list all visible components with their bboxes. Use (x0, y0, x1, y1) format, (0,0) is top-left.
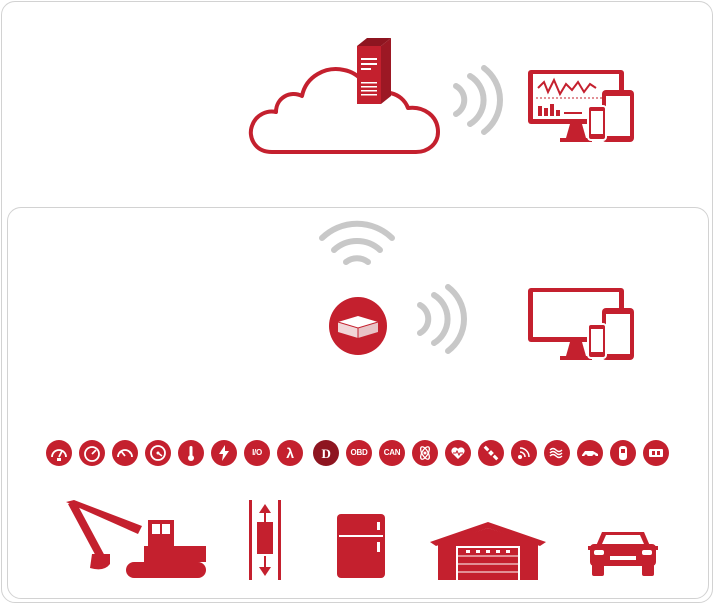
server-icon (357, 38, 391, 104)
garage-icon (430, 522, 546, 580)
can-icon: CAN (379, 440, 405, 466)
speedometer-icon (79, 440, 105, 466)
wifi-icon (319, 220, 395, 265)
monitor-tablet-phone-icon (528, 288, 634, 360)
car-seat-icon (610, 440, 636, 466)
gauge-fuel-icon (46, 440, 72, 466)
pressure-gauge-icon (145, 440, 171, 466)
d-icon: D (313, 440, 339, 466)
refrigerator-icon (337, 514, 385, 578)
wireless-signal-icon (417, 284, 467, 354)
vehicle-top-icon (577, 440, 603, 466)
door-sensor-icon (643, 440, 669, 466)
tachometer-icon (112, 440, 138, 466)
elevator-icon (249, 500, 281, 580)
gateway-box-icon (329, 297, 387, 355)
monitor-tablet-phone-dashboard-icon (528, 70, 634, 142)
thermometer-icon (178, 440, 204, 466)
wireless-signal-icon (453, 65, 503, 135)
lambda-icon: λ (277, 440, 303, 466)
obd-icon: OBD (346, 440, 372, 466)
heart-monitor-icon (445, 440, 471, 466)
cloud-icon (248, 67, 440, 154)
lightning-icon (211, 440, 237, 466)
car-icon (588, 532, 658, 576)
heater-icon (544, 440, 570, 466)
motion-sensor-icon (412, 440, 438, 466)
excavator-icon (66, 500, 206, 578)
satellite-icon (478, 440, 504, 466)
io-icon: I/O (244, 440, 270, 466)
rfid-signal-icon (511, 440, 537, 466)
